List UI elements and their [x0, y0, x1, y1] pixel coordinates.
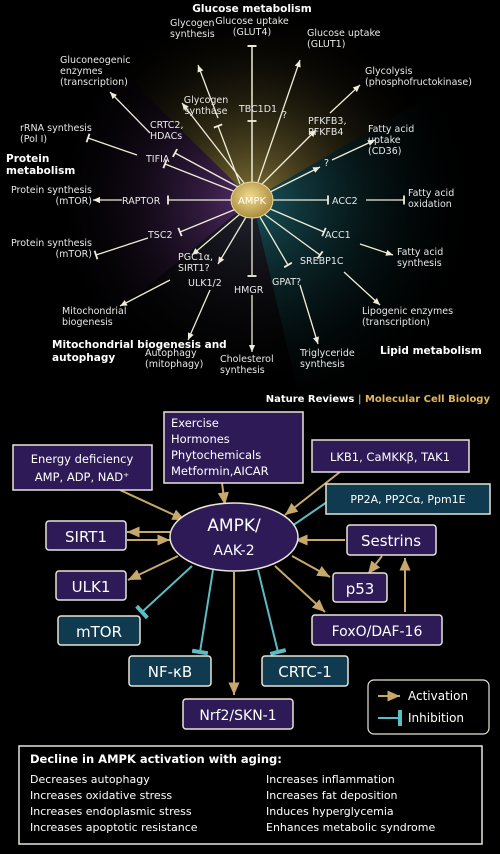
svg-text:Increases apoptotic resistance: Increases apoptotic resistance: [30, 821, 198, 834]
foxo-node: FoxO/DAF-16: [311, 614, 443, 646]
nfkb-node: NF-κB: [128, 655, 212, 687]
svg-text:p53: p53: [346, 580, 375, 598]
ampk-center-node: [230, 181, 274, 219]
svg-text:FoxO/DAF-16: FoxO/DAF-16: [332, 624, 423, 640]
aging-title: Decline in AMPK activation with aging:: [30, 752, 282, 766]
svg-text:Increases oxidative stress: Increases oxidative stress: [30, 789, 172, 802]
svg-text:Energy deficiency: Energy deficiency: [31, 452, 134, 466]
target-srebp1c: SREBP1C: [300, 256, 344, 267]
svg-text:AAK-2: AAK-2: [213, 543, 254, 559]
target-glucose-uptake-glut1: Glucose uptake(GLUT1): [307, 28, 381, 50]
svg-text:Sestrins: Sestrins: [361, 532, 421, 550]
svg-text:Increases endoplasmic stress: Increases endoplasmic stress: [30, 805, 192, 818]
target-pfkfb: PFKFB3,PFKFB4: [308, 116, 346, 138]
target-tsc2: TSC2: [147, 230, 173, 241]
svg-text:PP2A, PP2Cα, Ppm1E: PP2A, PP2Cα, Ppm1E: [350, 493, 465, 506]
svg-text:SIRT1: SIRT1: [65, 528, 107, 546]
target-protein-synthesis-1: Protein synthesis(mTOR): [11, 185, 92, 207]
kinases-box: LKB1, CaMKKβ, TAK1: [311, 439, 470, 473]
svg-text:AMPK/: AMPK/: [207, 516, 261, 536]
svg-text:Nrf2/SKN-1: Nrf2/SKN-1: [199, 708, 276, 724]
ulk1-node: ULK1: [55, 570, 127, 601]
legend: Activation Inhibition: [367, 679, 490, 735]
p53-node: p53: [332, 572, 388, 603]
svg-text:Increases fat deposition: Increases fat deposition: [266, 789, 398, 802]
credit-line: Nature Reviews | Molecular Cell Biology: [266, 394, 491, 405]
energy-deficiency-box: Energy deficiency AMP, ADP, NAD⁺: [12, 444, 153, 491]
glucose-sector: [70, 20, 440, 200]
aging-panel: Decline in AMPK activation with aging: D…: [18, 745, 483, 845]
question-mark-tbc: ?: [282, 110, 287, 121]
phosphatases-box: PP2A, PP2Cα, Ppm1E: [325, 483, 491, 515]
target-hmgr: HMGR: [234, 285, 264, 296]
svg-text:Increases inflammation: Increases inflammation: [266, 773, 395, 786]
target-lipogenic-enzymes: Lipogenic enzymes(transcription): [362, 306, 453, 328]
svg-text:Metformin,AICAR: Metformin,AICAR: [171, 464, 269, 478]
nrf2-node: Nrf2/SKN-1: [182, 698, 294, 730]
target-ulk12: ULK1/2: [188, 278, 222, 289]
ampk-aak2-node: AMPK/ AAK-2: [169, 502, 299, 572]
target-tifia: TIFIA: [145, 154, 170, 165]
radial-edges: [85, 45, 405, 352]
target-crtc2-hdacs: CRTC2,HDACs: [150, 120, 184, 142]
sector-title-lipid: Lipid metabolism: [380, 345, 482, 357]
mtor-node: mTOR: [57, 615, 141, 646]
network-edges: [119, 467, 411, 695]
svg-text:mTOR: mTOR: [76, 623, 122, 641]
svg-text:Exercise: Exercise: [171, 416, 219, 430]
target-acc1: ACC1: [325, 230, 351, 241]
legend-inhibition: Inhibition: [408, 711, 464, 725]
target-raptor: RAPTOR: [122, 196, 161, 207]
svg-text:Decreases autophagy: Decreases autophagy: [30, 773, 150, 786]
target-glycolysis: Glycolysis(phosphofructokinase): [365, 66, 472, 88]
target-protein-synthesis-2: Protein synthesis(mTOR): [11, 238, 92, 260]
question-mark-cd36: ?: [324, 158, 329, 169]
sector-title-glucose: Glucose metabolism: [192, 3, 312, 15]
target-gpat: GPAT?: [272, 277, 301, 288]
svg-text:ULK1: ULK1: [72, 578, 111, 596]
svg-text:Enhances metabolic syndrome: Enhances metabolic syndrome: [266, 821, 435, 834]
target-acc2: ACC2: [332, 196, 358, 207]
svg-text:LKB1, CaMKKβ, TAK1: LKB1, CaMKKβ, TAK1: [330, 450, 450, 464]
ampk-center-label: AMPK: [238, 196, 266, 207]
svg-text:Phytochemicals: Phytochemicals: [171, 448, 261, 462]
svg-text:CRTC-1: CRTC-1: [278, 663, 332, 681]
legend-activation: Activation: [408, 689, 468, 703]
svg-text:Hormones: Hormones: [171, 432, 230, 446]
svg-text:Induces hyperglycemia: Induces hyperglycemia: [266, 805, 394, 818]
crtc1-node: CRTC-1: [261, 655, 349, 687]
protein-sector: [0, 20, 252, 310]
target-pgc1a: PGC1α,SIRT1?: [178, 252, 213, 274]
svg-text:AMP, ADP, NAD⁺: AMP, ADP, NAD⁺: [35, 470, 129, 484]
target-glucose-uptake-glut4: Glucose uptake(GLUT4): [215, 16, 289, 38]
target-tbc1d1: TBC1D1: [238, 104, 277, 115]
sestrins-node: Sestrins: [346, 524, 437, 556]
target-rrna-synthesis: rRNA synthesis(Pol I): [20, 123, 92, 145]
ampk-aak2-network: Energy deficiency AMP, ADP, NAD⁺ Exercis…: [12, 411, 491, 845]
target-autophagy: Autophagy(mitophagy): [145, 348, 203, 370]
exercise-box: Exercise Hormones Phytochemicals Metform…: [163, 411, 304, 484]
svg-text:NF-κB: NF-κB: [148, 663, 192, 681]
sirt1-node: SIRT1: [45, 520, 127, 551]
